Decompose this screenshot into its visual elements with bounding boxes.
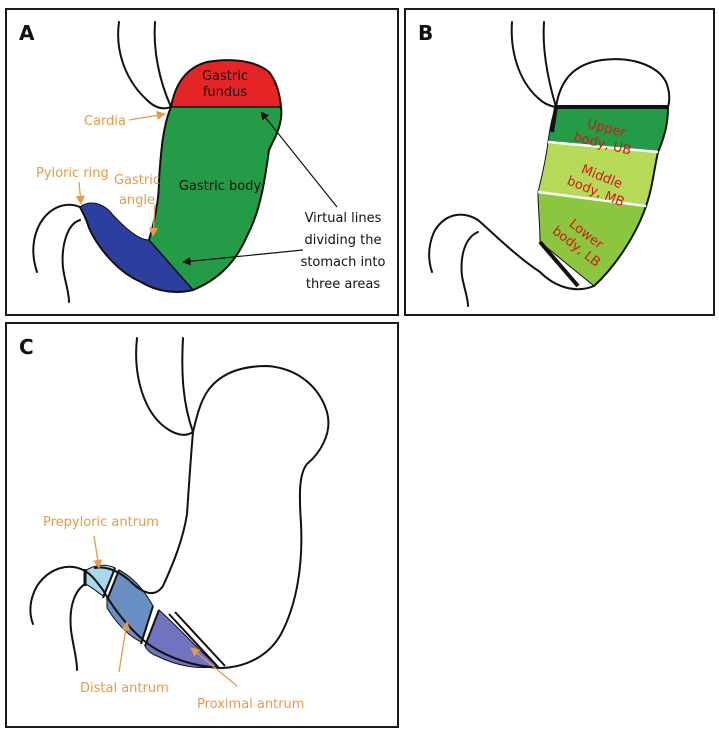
virtual-line-arrow-upper [260, 111, 338, 208]
prepyloric-antrum-label: Prepyloric antrum [43, 515, 159, 530]
prepyloric-arrow [93, 535, 103, 569]
proximal-antrum-label: Proximal antrum [197, 697, 304, 712]
panel-c: C Prepyloric antrum Distal antrum Proxim… [5, 322, 399, 728]
gastric-fundus-label-line1: Gastric [202, 69, 248, 84]
panel-a: A Gastric fundus Cardia Gastric body Pyl… [5, 8, 399, 316]
distal-arrow [118, 621, 131, 673]
cardia-arrow [128, 110, 166, 121]
stomach-diagram-b: B Upper body, UB Middle body, MB Lower b… [418, 21, 671, 307]
virtual-lines-label-line3: stomach into [301, 255, 386, 270]
virtual-lines-label-line2: dividing the [305, 233, 382, 248]
panel-b-letter: B [418, 21, 433, 45]
gastric-fundus-label-line2: fundus [203, 85, 248, 100]
gastric-angle-label-line1: Gastric [114, 173, 160, 188]
virtual-lines-label-line4: three areas [306, 277, 381, 292]
virtual-lines-label-line1: Virtual lines [305, 211, 382, 226]
gastric-body-label: Gastric body [179, 179, 262, 194]
panel-c-letter: C [19, 335, 34, 359]
pyloric-ring-label: Pyloric ring [36, 166, 109, 181]
gastric-angle-arrow [148, 203, 159, 237]
virtual-line-arrow-lower [182, 249, 304, 266]
panel-a-letter: A [19, 21, 35, 45]
distal-antrum-label: Distal antrum [80, 681, 169, 696]
proximal-arrow [190, 647, 238, 687]
panel-b: B Upper body, UB Middle body, MB Lower b… [404, 8, 715, 316]
gastric-angle-label-line2: angle [119, 193, 155, 208]
stomach-diagram-a: A Gastric fundus Cardia Gastric body Pyl… [19, 21, 386, 303]
cardia-label: Cardia [84, 114, 126, 129]
pyloric-ring-arrow [75, 181, 85, 205]
stomach-diagram-c: C Prepyloric antrum Distal antrum Proxim… [19, 335, 330, 712]
